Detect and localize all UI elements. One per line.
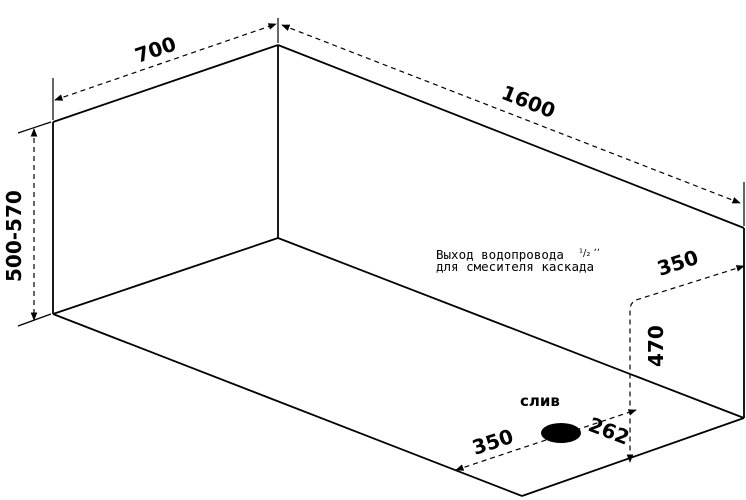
drain-label: слив xyxy=(520,392,560,410)
pipe-offset-label: 350 xyxy=(654,245,701,281)
drain-side-label: 350 xyxy=(469,424,516,460)
drain-hole xyxy=(541,423,581,443)
pipe-size-fraction: ¹/₂ ʼʼ xyxy=(579,248,600,259)
bathtub-outline xyxy=(52,44,745,497)
svg-text:для смесителя каскада: для смесителя каскада xyxy=(436,259,594,274)
width-dimension-label: 700 xyxy=(132,31,179,67)
pipe-outlet-note: Выход водопровода ¹/₂ ʼʼ для смесителя к… xyxy=(436,247,600,274)
svg-text:Выход водопровода: Выход водопровода xyxy=(436,247,564,262)
extension-lines xyxy=(17,18,745,327)
length-dimension-line xyxy=(281,24,741,204)
pipe-height-label: 470 xyxy=(644,325,668,367)
drain-end-label: 262 xyxy=(585,412,633,449)
height-dimension-label: 500-570 xyxy=(2,190,26,282)
width-dimension-line xyxy=(54,23,277,101)
drain-dimension-line xyxy=(455,409,637,471)
pipe-outlet-path xyxy=(626,265,745,463)
length-dimension-label: 1600 xyxy=(498,80,559,123)
